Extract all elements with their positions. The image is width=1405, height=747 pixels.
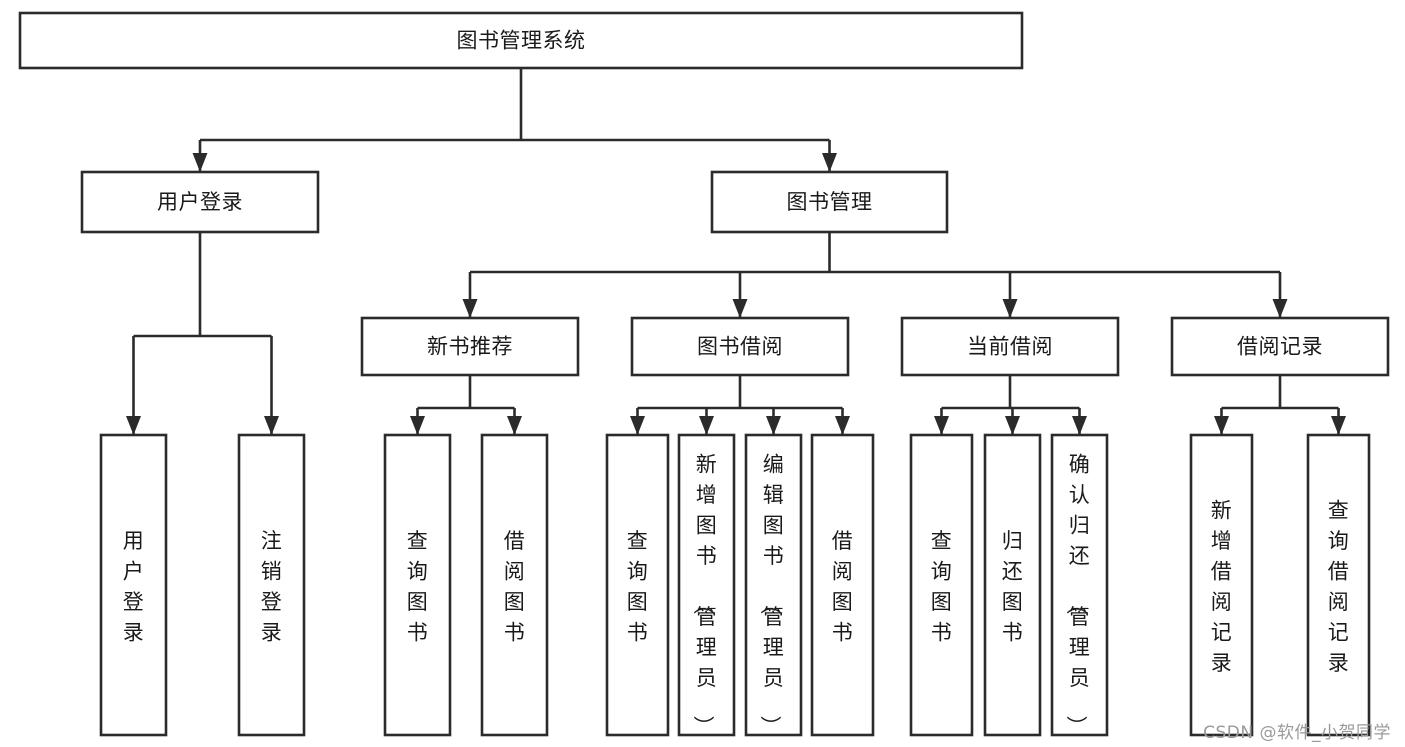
node-leaf-borrow-book-2-label: 借阅图书 [832,529,854,645]
node-borrow-record[interactable]: 借阅记录 [1170,316,1390,377]
node-leaf-query-book-1-box[interactable] [383,433,452,737]
node-leaf-confirm-return-box[interactable] [1050,433,1109,737]
nodes-layer: 图书管理系统用户登录图书管理新书推荐图书借阅当前借阅借阅记录用户登录注销登录查询… [18,11,1390,738]
node-leaf-user-login[interactable]: 用户登录 [99,433,168,737]
arrow-head-icon [732,299,748,318]
node-leaf-query-book-3-box[interactable] [909,433,974,737]
node-leaf-query-record[interactable]: 查询借阅记录 [1306,433,1371,737]
arrow-head-icon [507,416,522,435]
node-new-book-recommend-label: 新书推荐 [427,335,513,359]
node-leaf-user-login-box[interactable] [99,433,168,737]
node-leaf-add-record-box[interactable] [1189,433,1254,737]
node-user-login[interactable]: 用户登录 [80,170,320,234]
node-leaf-add-book[interactable]: 新增图书（管理员） [677,433,736,738]
arrow-head-icon [835,416,850,435]
node-book-manage-box[interactable] [710,170,949,234]
node-leaf-query-book-3[interactable]: 查询图书 [909,433,974,737]
node-book-borrow[interactable]: 图书借阅 [630,316,850,377]
node-leaf-add-record-label: 新增借阅记录 [1211,498,1233,675]
node-current-borrow-label: 当前借阅 [967,335,1053,359]
node-leaf-borrow-book-1-label: 借阅图书 [504,529,526,645]
node-leaf-add-book-box[interactable] [677,433,736,737]
arrow-head-icon [1272,299,1288,318]
edges-layer [126,68,1346,435]
node-leaf-borrow-book-2-box[interactable] [810,433,875,737]
node-leaf-confirm-return[interactable]: 确认归还（管理员） [1050,433,1109,738]
arrow-head-icon [822,153,837,172]
node-leaf-logout-box[interactable] [237,433,306,737]
node-leaf-query-record-box[interactable] [1306,433,1371,737]
node-book-borrow-box[interactable] [630,316,850,377]
arrow-head-icon [630,416,645,435]
arrow-head-icon [192,153,208,172]
node-book-manage-label: 图书管理 [787,190,873,214]
node-leaf-add-book-label: 新增图书（管理员） [691,453,718,738]
node-current-borrow[interactable]: 当前借阅 [900,316,1120,377]
node-leaf-edit-book[interactable]: 编辑图书（管理员） [744,433,803,738]
node-leaf-query-record-label: 查询借阅记录 [1328,498,1350,675]
node-current-borrow-box[interactable] [900,316,1120,377]
node-leaf-query-book-1[interactable]: 查询图书 [383,433,452,737]
node-leaf-query-book-2[interactable]: 查询图书 [605,433,670,737]
node-root-book-management-system-box[interactable] [18,11,1024,70]
node-leaf-edit-book-label: 编辑图书（管理员） [758,453,785,738]
node-leaf-user-login-label: 用户登录 [123,529,145,645]
node-user-login-box[interactable] [80,170,320,234]
arrow-head-icon [934,416,949,435]
node-leaf-confirm-return-label: 确认归还（管理员） [1064,453,1091,738]
arrow-head-icon [1005,416,1020,435]
node-leaf-borrow-book-1[interactable]: 借阅图书 [480,433,549,737]
node-borrow-record-box[interactable] [1170,316,1390,377]
arrow-head-icon [1002,299,1018,318]
arrow-head-icon [126,416,141,435]
node-leaf-borrow-book-1-box[interactable] [480,433,549,737]
node-new-book-recommend[interactable]: 新书推荐 [360,316,580,377]
node-leaf-query-book-3-label: 查询图书 [931,529,953,645]
node-leaf-logout-label: 注销登录 [261,529,283,645]
node-root-book-management-system-label: 图书管理系统 [457,29,586,53]
arrow-head-icon [1331,416,1346,435]
arrow-head-icon [410,416,425,435]
node-leaf-return-book-label: 归还图书 [1002,529,1024,645]
node-leaf-return-book[interactable]: 归还图书 [983,433,1042,737]
node-leaf-return-book-box[interactable] [983,433,1042,737]
node-leaf-query-book-2-box[interactable] [605,433,670,737]
node-borrow-record-label: 借阅记录 [1237,335,1323,359]
arrow-head-icon [1214,416,1229,435]
arrow-head-icon [699,416,714,435]
node-new-book-recommend-box[interactable] [360,316,580,377]
node-leaf-query-book-2-label: 查询图书 [627,529,649,645]
node-root-book-management-system[interactable]: 图书管理系统 [18,11,1024,70]
node-leaf-borrow-book-2[interactable]: 借阅图书 [810,433,875,737]
node-leaf-query-book-1-label: 查询图书 [407,529,429,645]
node-leaf-logout[interactable]: 注销登录 [237,433,306,737]
arrow-head-icon [264,416,279,435]
arrow-head-icon [766,416,781,435]
node-leaf-add-record[interactable]: 新增借阅记录 [1189,433,1254,737]
arrow-head-icon [462,299,478,318]
arrow-head-icon [1072,416,1087,435]
node-book-borrow-label: 图书借阅 [697,335,783,359]
node-leaf-edit-book-box[interactable] [744,433,803,737]
node-user-login-label: 用户登录 [157,190,243,214]
node-book-manage[interactable]: 图书管理 [710,170,949,234]
